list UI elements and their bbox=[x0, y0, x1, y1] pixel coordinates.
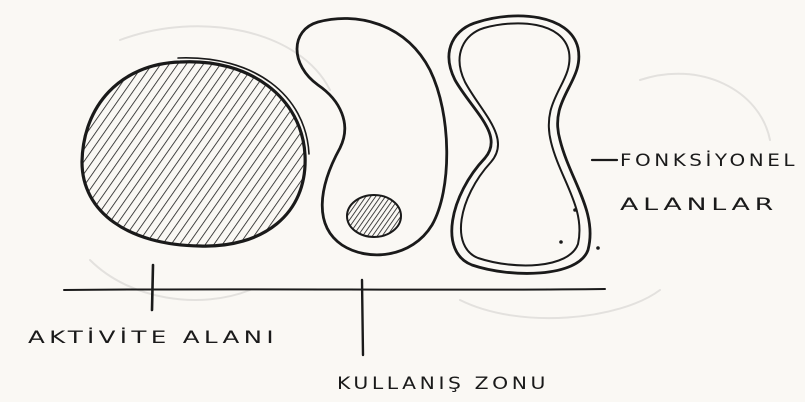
usage-zone-leader bbox=[362, 280, 363, 355]
ground-line bbox=[64, 289, 605, 290]
functional-areas-label-line2: ALANLAR bbox=[620, 195, 778, 215]
functional-areas-shape bbox=[449, 16, 600, 274]
dot bbox=[596, 246, 600, 250]
activity-area-shape bbox=[82, 58, 309, 246]
usage-zone-dot bbox=[347, 195, 401, 237]
usage-zone-shape bbox=[297, 18, 447, 254]
activity-area-leader bbox=[152, 265, 153, 310]
activity-area-label: AKTİVİTE ALANI bbox=[28, 327, 278, 348]
usage-zone-label: KULLANIŞ ZONU bbox=[337, 374, 549, 394]
dot bbox=[573, 208, 577, 212]
dot bbox=[559, 240, 563, 244]
functional-areas-label-line1: FONKSİYONEL bbox=[620, 150, 798, 171]
